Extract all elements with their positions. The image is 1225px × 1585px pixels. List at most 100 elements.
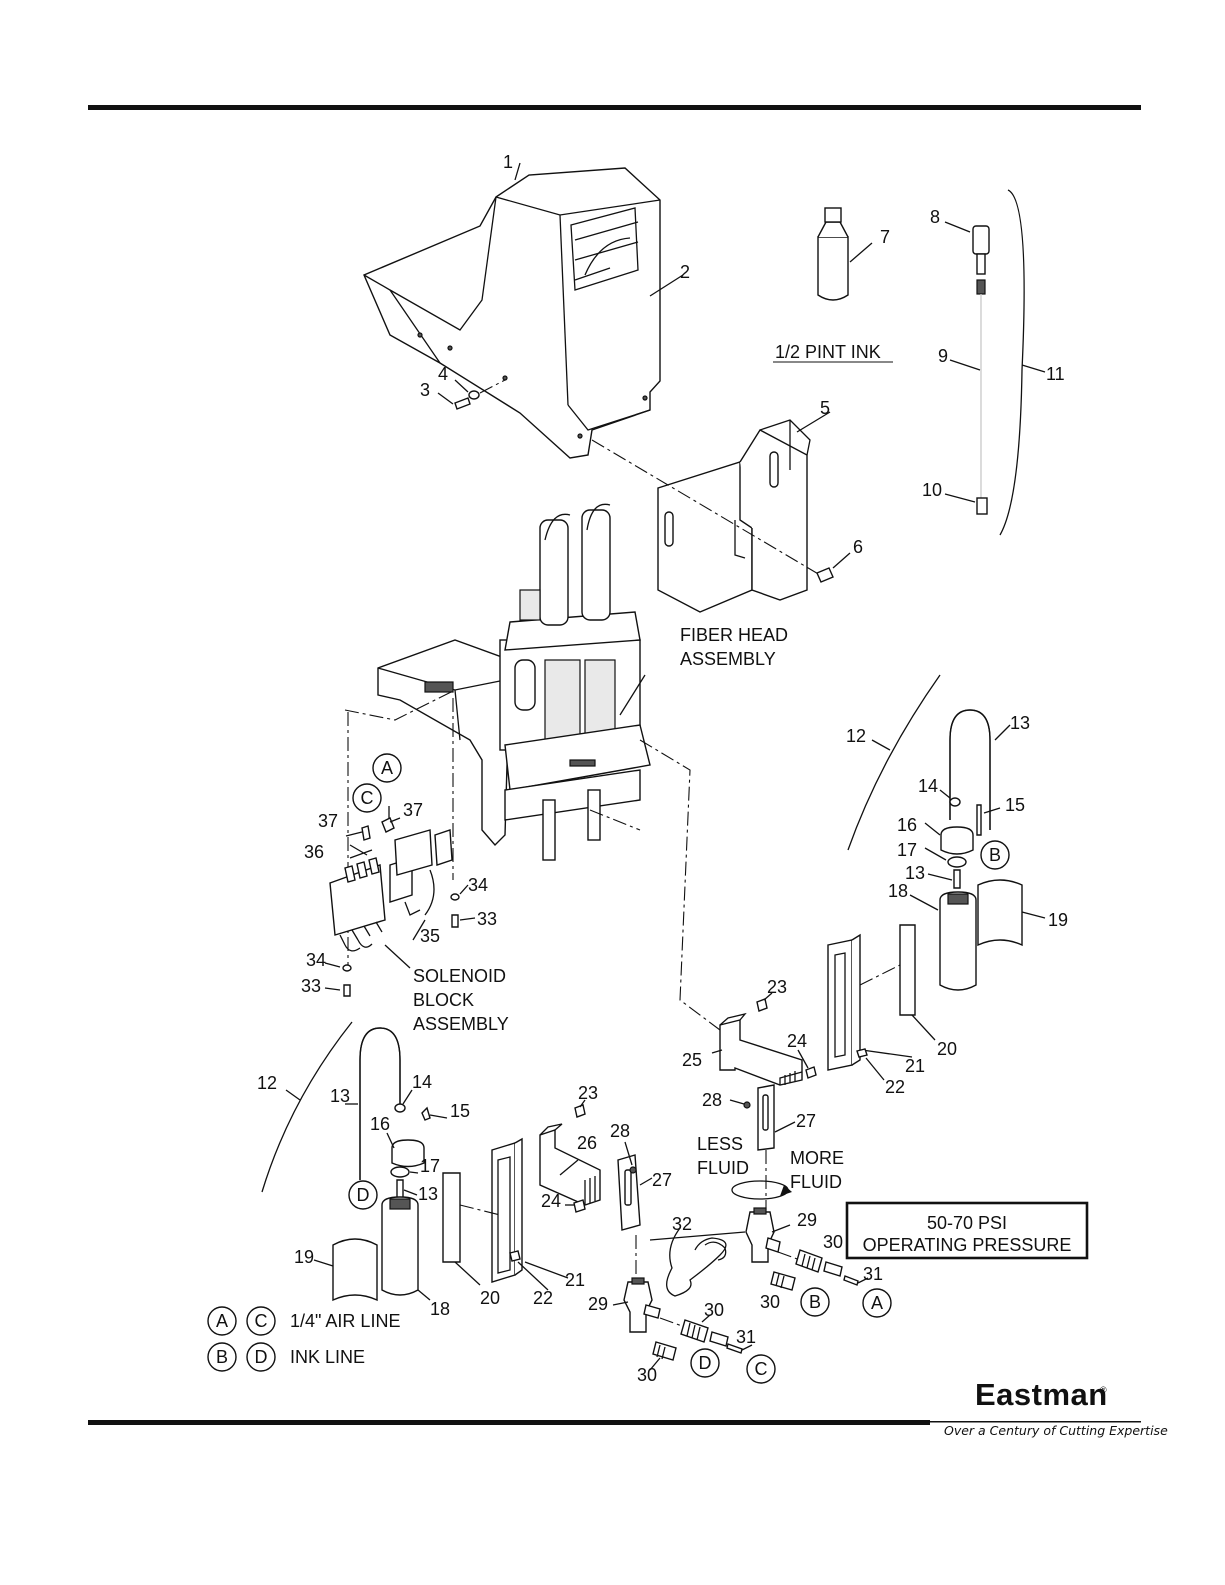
pressure-line-1: 50-70 PSI: [927, 1213, 1007, 1233]
fiber-head-label-1: FIBER HEAD: [680, 625, 788, 645]
part-number: 33: [477, 909, 497, 929]
valve-assembly-left: [612, 1227, 753, 1371]
part-number: 7: [880, 227, 890, 247]
part-number: 30: [637, 1365, 657, 1385]
fiber-head-label-2: ASSEMBLY: [680, 649, 776, 669]
part-number: 9: [938, 346, 948, 366]
left-ink-reservoir: [261, 1021, 481, 1302]
part-number: 27: [652, 1170, 672, 1190]
part-number: 10: [922, 480, 942, 500]
part-number: 15: [450, 1101, 470, 1121]
more-fluid-label-1: MORE: [790, 1148, 844, 1168]
part-number: 33: [301, 976, 321, 996]
callout-d-left: D: [348, 1180, 378, 1210]
valve-assembly-right: [745, 1207, 869, 1291]
part-number: 19: [294, 1247, 314, 1267]
part-number: 24: [787, 1031, 807, 1051]
part-number: 36: [304, 842, 324, 862]
part-number: 28: [610, 1121, 630, 1141]
screw-and-washer: [437, 379, 506, 410]
part-number: 13: [418, 1184, 438, 1204]
part-number: 17: [420, 1156, 440, 1176]
svg-text:A: A: [381, 758, 393, 778]
part-number: 29: [588, 1294, 608, 1314]
callout-a-top: A: [372, 753, 402, 783]
svg-text:B: B: [216, 1347, 228, 1367]
part-number: 14: [412, 1072, 432, 1092]
svg-text:D: D: [255, 1347, 268, 1367]
svg-text:A: A: [871, 1293, 883, 1313]
less-fluid-label-1: LESS: [697, 1134, 743, 1154]
callout-b-valve: B: [800, 1287, 830, 1317]
part-number: 29: [797, 1210, 817, 1230]
part-number: 16: [370, 1114, 390, 1134]
part-number: 1: [503, 152, 513, 172]
part-number: 24: [541, 1191, 561, 1211]
fluid-bracket-right: [711, 992, 817, 1210]
brand-logo-text: Eastman: [975, 1377, 1108, 1412]
part-number: 5: [820, 398, 830, 418]
solenoid-label-1: SOLENOID: [413, 966, 506, 986]
ink-bottle: [817, 207, 873, 301]
part-number: 21: [565, 1270, 585, 1290]
part-numbers: 1 2 3 4 5 6 7 8 9 10 11 12 13 14 15 16 1…: [257, 152, 1068, 1385]
svg-text:C: C: [361, 788, 374, 808]
svg-text:B: B: [809, 1292, 821, 1312]
part-number: 28: [702, 1090, 722, 1110]
fluid-bracket-left: [459, 1099, 653, 1291]
legend-air-line-text: 1/4" AIR LINE: [290, 1311, 400, 1331]
part-number: 37: [318, 811, 338, 831]
part-number: 17: [897, 840, 917, 860]
legend-air-line: A C 1/4" AIR LINE: [207, 1306, 400, 1336]
part-number: 16: [897, 815, 917, 835]
part-number: 34: [306, 950, 326, 970]
footer-rule-thin: [930, 1421, 1141, 1423]
part-number: 12: [846, 726, 866, 746]
solenoid-label-2: BLOCK: [413, 990, 474, 1010]
callout-c-valve: C: [746, 1354, 776, 1384]
screw-6: [816, 567, 834, 583]
mounting-bracket: [657, 411, 831, 613]
part-number: 2: [680, 262, 690, 282]
part-number: 37: [403, 800, 423, 820]
part-number: 12: [257, 1073, 277, 1093]
part-number: 31: [863, 1264, 883, 1284]
part-number: 11: [1046, 364, 1065, 384]
part-number: 26: [577, 1133, 597, 1153]
pressure-line-2: OPERATING PRESSURE: [863, 1235, 1072, 1255]
part-number: 20: [937, 1039, 957, 1059]
right-ink-reservoir: [827, 674, 1046, 1081]
part-number: 13: [330, 1086, 350, 1106]
part-number: 15: [1005, 795, 1025, 815]
cover-housing: [363, 167, 661, 459]
ink-filler-tool: [944, 189, 1046, 536]
part-number: 4: [438, 364, 448, 384]
part-number: 20: [480, 1288, 500, 1308]
leader-32-ring: [649, 1231, 746, 1241]
part-number: 18: [888, 881, 908, 901]
part-number: 13: [905, 863, 925, 883]
part-number: 27: [796, 1111, 816, 1131]
brand-registered: ®: [1100, 1385, 1107, 1395]
part-number: 31: [736, 1327, 756, 1347]
part-number: 22: [885, 1077, 905, 1097]
adjust-rotation-arrow: [731, 1180, 792, 1200]
callout-d-valve: D: [690, 1348, 720, 1378]
part-number: 23: [767, 977, 787, 997]
more-fluid-label-2: FLUID: [790, 1172, 842, 1192]
part-number: 13: [1010, 713, 1030, 733]
svg-text:B: B: [989, 845, 1001, 865]
part-number: 35: [420, 926, 440, 946]
svg-text:D: D: [357, 1185, 370, 1205]
less-fluid-label-2: FLUID: [697, 1158, 749, 1178]
brand-tagline: Over a Century of Cutting Expertise: [944, 1423, 1168, 1438]
callout-c-top: C: [352, 783, 382, 813]
part-number: 8: [930, 207, 940, 227]
ink-bottle-label: 1/2 PINT INK: [775, 342, 881, 362]
part-number: 32: [672, 1214, 692, 1234]
solenoid-label-3: ASSEMBLY: [413, 1014, 509, 1034]
part-number: 30: [823, 1232, 843, 1252]
svg-text:C: C: [255, 1311, 268, 1331]
part-number: 6: [853, 537, 863, 557]
